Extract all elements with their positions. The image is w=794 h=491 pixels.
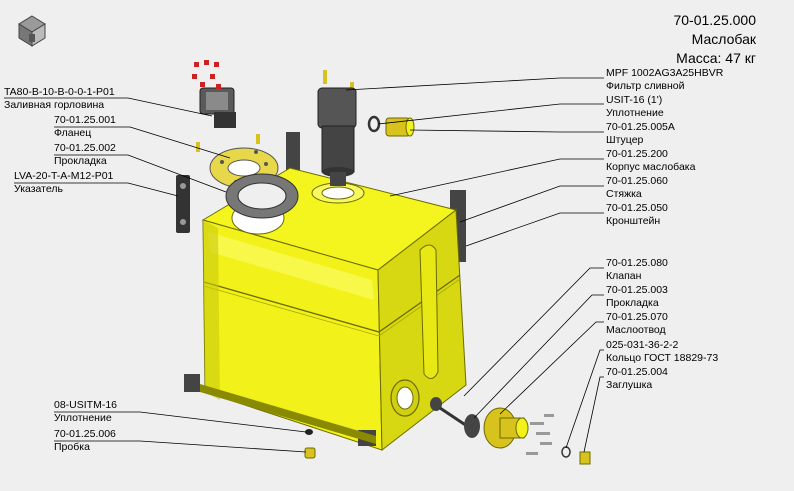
callout-name: Прокладка [54,155,107,167]
callout-code: 08-USITM-16 [54,399,118,411]
callout-name: Стяжка [606,188,642,200]
callout-code: MPF 1002AG3A25HBVR [606,67,724,79]
callout-code: LVA-20-T-A-M12-P01 [14,170,114,182]
callout-name: Фланец [54,127,92,139]
callout-code: TA80-B-10-B-0-0-1-P01 [4,86,115,98]
callout-name: Пробка [54,441,90,453]
callout-code: 70-01.25.080 [606,257,668,269]
callout-name: Корпус маслобака [606,161,696,173]
callout-name: Заглушка [606,379,653,391]
level-indicator [176,175,190,233]
callout-code: USIT-16 (1') [606,94,663,106]
callout-name: Прокладка [606,297,659,309]
callout-name: Клапан [606,270,642,282]
callout-name: Уплотнение [606,107,664,119]
callout-name: Уплотнение [54,412,112,424]
callout-code: 70-01.25.060 [606,175,668,187]
small-seal-plug [304,429,316,459]
callout-code: 70-01.25.006 [54,428,116,440]
callout-name: Указатель [14,183,63,195]
drawing-name: Маслобак [691,31,756,47]
leader-lines [4,77,604,453]
callout-name: Фильтр сливной [606,80,685,92]
drawing-designation: 70-01.25.000 [673,12,756,28]
callout-code: 70-01.25.004 [606,366,668,378]
drawing-mass: Масса: 47 кг [676,50,756,66]
callout-code: 70-01.25.200 [606,148,668,160]
gasket [225,173,299,219]
home-view-icon[interactable] [16,14,48,48]
callout-code: 70-01.25.005A [606,121,675,133]
callout-name: Кольцо ГОСТ 18829-73 [606,352,719,364]
callout-name: Маслоотвод [606,324,666,336]
return-filter [317,70,357,186]
callout-code: 70-01.25.070 [606,311,668,323]
callout-name: Штуцер [606,134,644,146]
callout-code: 70-01.25.003 [606,284,668,296]
callout-name: Заливная горловина [4,99,105,111]
callout-code: 70-01.25.050 [606,202,668,214]
fitting [367,115,415,137]
callout-code: 70-01.25.002 [54,142,116,154]
filler-neck [192,60,236,128]
callout-name: Кронштейн [606,215,661,227]
tank-body [184,132,467,452]
callout-code: 70-01.25.001 [54,114,116,126]
drain-assembly [430,397,591,465]
callout-code: 025-031-36-2-2 [606,339,679,351]
